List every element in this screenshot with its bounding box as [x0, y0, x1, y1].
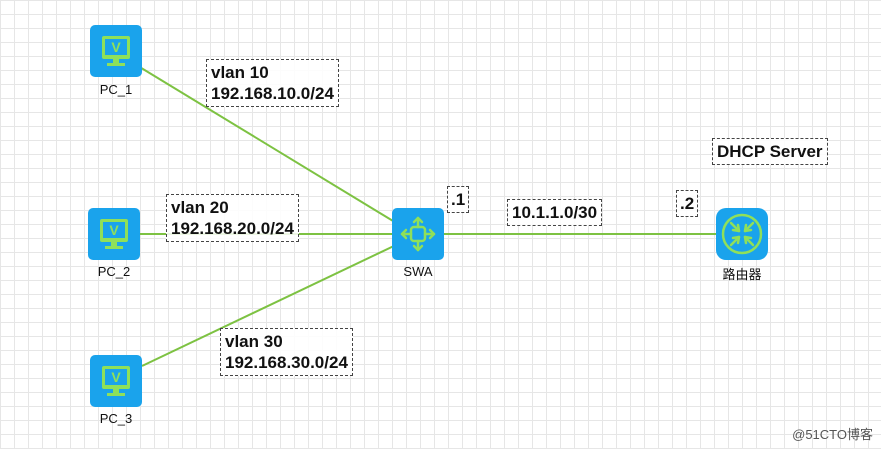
link-pc1-swa	[137, 65, 399, 225]
link-pc3-swa	[141, 243, 399, 367]
subnet-note: 10.1.1.0/30	[507, 199, 603, 226]
vlan20-name: vlan 20	[171, 198, 229, 217]
pc-icon: V	[100, 219, 128, 249]
pc-icon: V	[102, 366, 130, 396]
pc1-device[interactable]: V	[90, 25, 142, 77]
svg-text:V: V	[109, 222, 119, 238]
vlan30-name: vlan 30	[225, 332, 283, 351]
vlan20-note: vlan 20 192.168.20.0/24	[166, 194, 299, 242]
pc-icon: V	[102, 36, 130, 66]
pc2-device[interactable]: V	[88, 208, 140, 260]
pc3-device[interactable]: V	[90, 355, 142, 407]
pc2-label: PC_2	[97, 264, 131, 279]
dhcp-server-note: DHCP Server	[712, 138, 828, 165]
svg-text:V: V	[111, 39, 121, 55]
switch-icon	[400, 216, 436, 252]
pc3-label: PC_3	[99, 411, 133, 426]
watermark: @51CTO博客	[792, 427, 873, 442]
router-device[interactable]	[716, 208, 768, 260]
vlan30-note: vlan 30 192.168.30.0/24	[220, 328, 353, 376]
svg-text:V: V	[111, 369, 121, 385]
swa-label: SWA	[403, 264, 433, 279]
swa-device[interactable]	[392, 208, 444, 260]
router-label: 路由器	[722, 267, 762, 282]
vlan10-name: vlan 10	[211, 63, 269, 82]
vlan20-subnet: 192.168.20.0/24	[171, 219, 294, 238]
swa-ip-note: .1	[447, 186, 470, 213]
router-icon	[721, 213, 763, 255]
router-ip-note: .2	[676, 190, 699, 217]
vlan30-subnet: 192.168.30.0/24	[225, 353, 348, 372]
vlan10-subnet: 192.168.10.0/24	[211, 84, 334, 103]
pc1-label: PC_1	[99, 82, 133, 97]
vlan10-note: vlan 10 192.168.10.0/24	[206, 59, 339, 107]
